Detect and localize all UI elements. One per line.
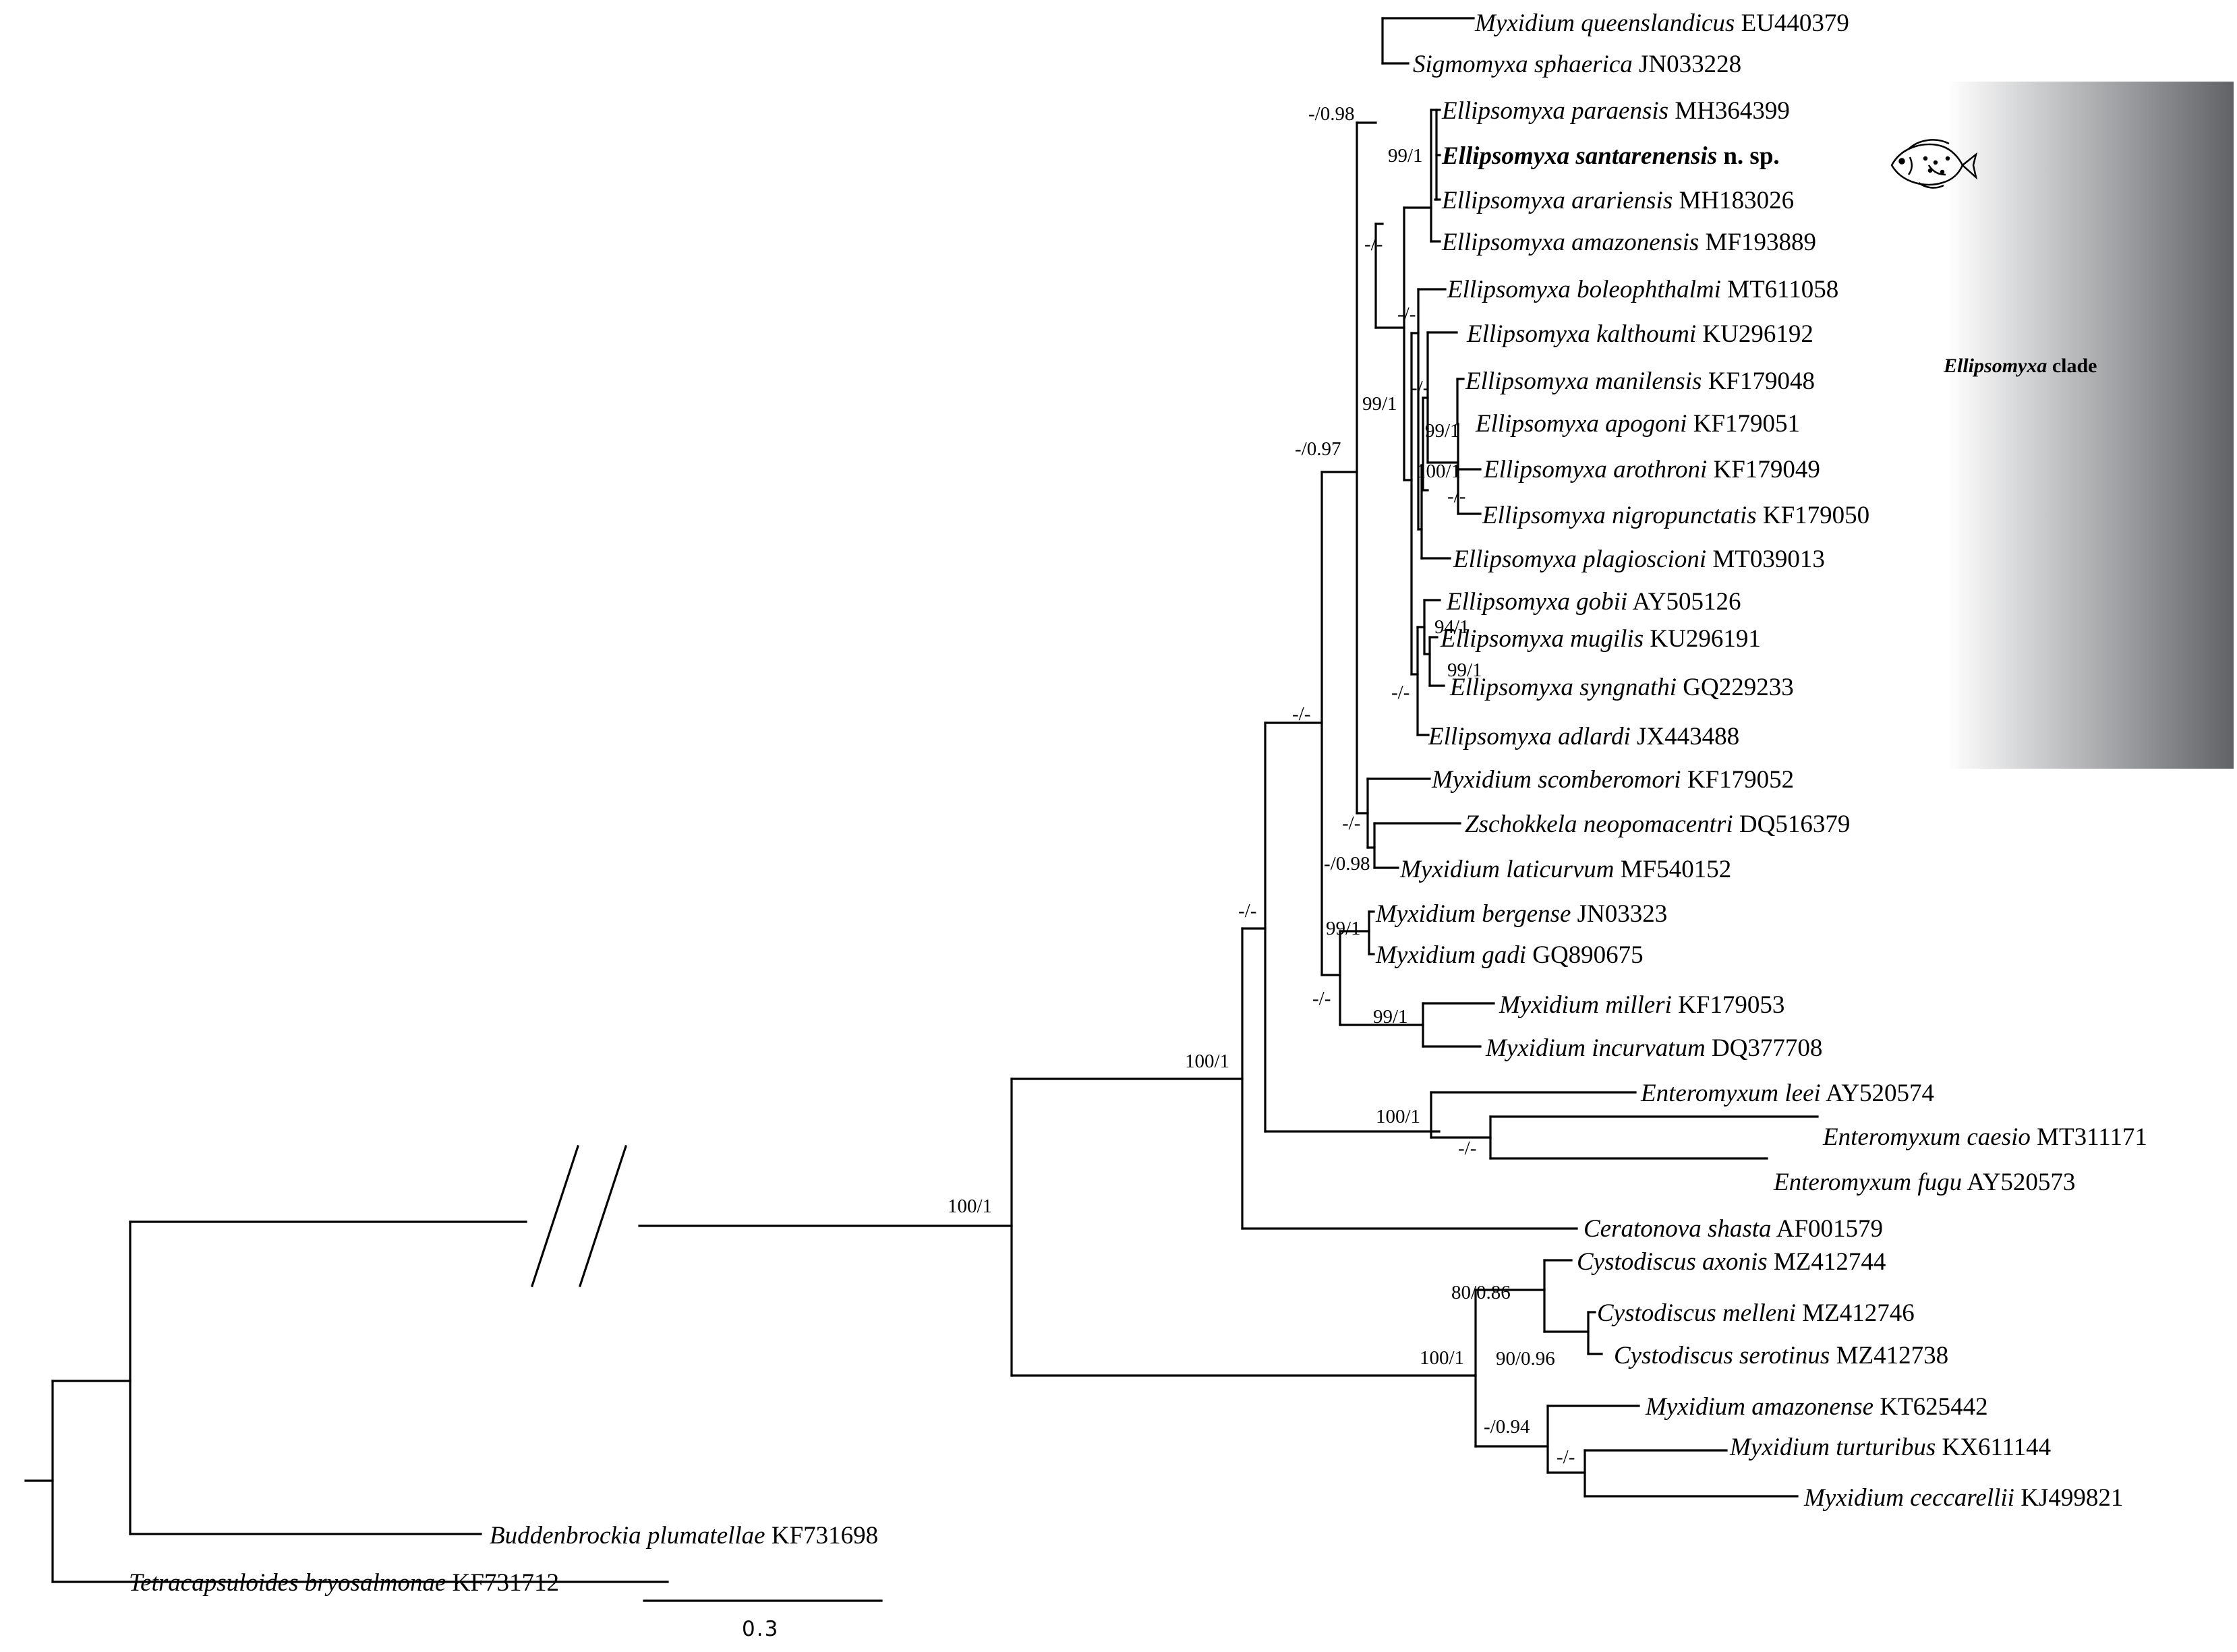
taxon-label: Ellipsomyxa manilensis KF179048 (1465, 367, 1815, 395)
node-support: 99/1 (1447, 659, 1482, 681)
taxon-label: Ellipsomyxa gobii AY505126 (1446, 588, 1741, 616)
node-support: -/- (1342, 813, 1360, 834)
node-support: -/0.98 (1324, 853, 1370, 875)
node-support: -/0.98 (1308, 103, 1354, 125)
node-support: -/- (1557, 1446, 1575, 1468)
ellipsomyxa-clade-band (1794, 82, 2234, 769)
node-support-values: -/0.98 99/1 -/- -/- 99/1 -/- 99/1 100/1 … (948, 103, 1575, 1468)
node-support: 99/1 (1373, 1006, 1408, 1028)
node-support: 94/1 (1434, 616, 1470, 638)
scale-bar: 0.3 (643, 1599, 883, 1641)
node-support: 99/1 (1362, 393, 1397, 415)
taxon-label: Enteromyxum fugu AY520573 (1773, 1169, 2075, 1196)
scale-bar-label: 0.3 (742, 1617, 779, 1641)
node-support: 100/1 (1416, 461, 1461, 482)
node-support: -/- (1447, 485, 1465, 507)
node-support: 99/1 (1425, 420, 1460, 442)
node-support: 99/1 (1388, 145, 1423, 167)
node-support: 90/0.96 (1496, 1348, 1555, 1369)
node-support: -/0.94 (1484, 1416, 1530, 1438)
taxon-label: Enteromyxum caesio MT311171 (1822, 1123, 2147, 1151)
node-support: 99/1 (1326, 918, 1361, 939)
taxon-label: Myxidium gadi GQ890675 (1375, 941, 1644, 969)
taxon-label: Myxidium scomberomori KF179052 (1431, 766, 1794, 794)
ellipsomyxa-clade-label: Ellipsomyxa clade (1943, 355, 2097, 377)
taxon-label: Myxidium turturibus KX611144 (1729, 1434, 2051, 1461)
taxon-label: Sigmomyxa sphaerica JN033228 (1413, 51, 1741, 78)
node-support: -/- (1391, 682, 1410, 703)
node-support: -/- (1364, 233, 1383, 255)
taxon-labels: Myxidium queenslandicus EU440379 Sigmomy… (129, 9, 2147, 1597)
taxon-label: Cystodiscus serotinus MZ412738 (1614, 1342, 1948, 1369)
axis-break-marks (530, 1144, 628, 1288)
taxon-label: Tetracapsuloides bryosalmonae KF731712 (129, 1569, 559, 1597)
taxon-label: Ellipsomyxa plagioscioni MT039013 (1453, 545, 1825, 573)
taxon-label: Myxidium queenslandicus EU440379 (1474, 9, 1849, 37)
taxon-label: Ellipsomyxa adlardi JX443488 (1428, 723, 1739, 750)
taxon-label: Myxidium incurvatum DQ377708 (1485, 1034, 1822, 1062)
node-support: 100/1 (1185, 1051, 1229, 1072)
taxon-label: Ellipsomyxa nigropunctatis KF179050 (1482, 502, 1869, 529)
taxon-label: Ellipsomyxa mugilis KU296191 (1440, 625, 1761, 653)
taxon-label: Enteromyxum leei AY520574 (1640, 1080, 1934, 1107)
taxon-label: Buddenbrockia plumatellae KF731698 (490, 1522, 878, 1550)
node-support: -/- (1312, 988, 1331, 1009)
taxon-label: Ellipsomyxa kalthoumi KU296192 (1466, 320, 1813, 348)
node-support: 80/0.86 (1451, 1282, 1511, 1303)
taxon-label-new-species: Ellipsomyxa santarenensis n. sp. (1441, 142, 1780, 170)
fish-icon (1890, 139, 1978, 189)
taxon-label: Ellipsomyxa paraensis MH364399 (1441, 97, 1790, 125)
taxon-label: Ellipsomyxa arariensis MH183026 (1441, 187, 1794, 214)
taxon-label: Myxidium bergense JN03323 (1375, 900, 1667, 928)
node-support: 100/1 (1420, 1347, 1464, 1369)
taxon-label: Cystodiscus axonis MZ412744 (1577, 1248, 1886, 1276)
taxon-label: Ellipsomyxa arothroni KF179049 (1483, 456, 1820, 483)
node-support: 100/1 (948, 1196, 992, 1217)
node-support: -/- (1458, 1138, 1476, 1159)
taxon-label: Zschokkela neopomacentri DQ516379 (1465, 810, 1850, 838)
node-support: -/- (1238, 900, 1256, 922)
taxon-label: Ellipsomyxa amazonensis MF193889 (1441, 229, 1816, 256)
tree-branches (24, 17, 1819, 1583)
taxon-label: Ellipsomyxa boleophthalmi MT611058 (1447, 276, 1838, 303)
taxon-label: Myxidium milleri KF179053 (1499, 991, 1784, 1019)
taxon-label: Ellipsomyxa syngnathi GQ229233 (1449, 674, 1794, 701)
taxon-label: Myxidium laticurvum MF540152 (1399, 856, 1731, 883)
node-support: -/0.97 (1295, 438, 1341, 460)
taxon-label: Ceratonova shasta AF001579 (1584, 1215, 1883, 1243)
node-support: 100/1 (1376, 1106, 1420, 1127)
taxon-label: Cystodiscus melleni MZ412746 (1597, 1299, 1915, 1327)
taxon-label: Myxidium amazonense KT625442 (1645, 1393, 1988, 1421)
taxon-label: Myxidium ceccarellii KJ499821 (1803, 1484, 2123, 1512)
node-support: -/- (1411, 377, 1429, 399)
node-support: -/- (1397, 303, 1416, 325)
node-support: -/- (1292, 703, 1310, 725)
taxon-label: Ellipsomyxa apogoni KF179051 (1475, 410, 1800, 438)
